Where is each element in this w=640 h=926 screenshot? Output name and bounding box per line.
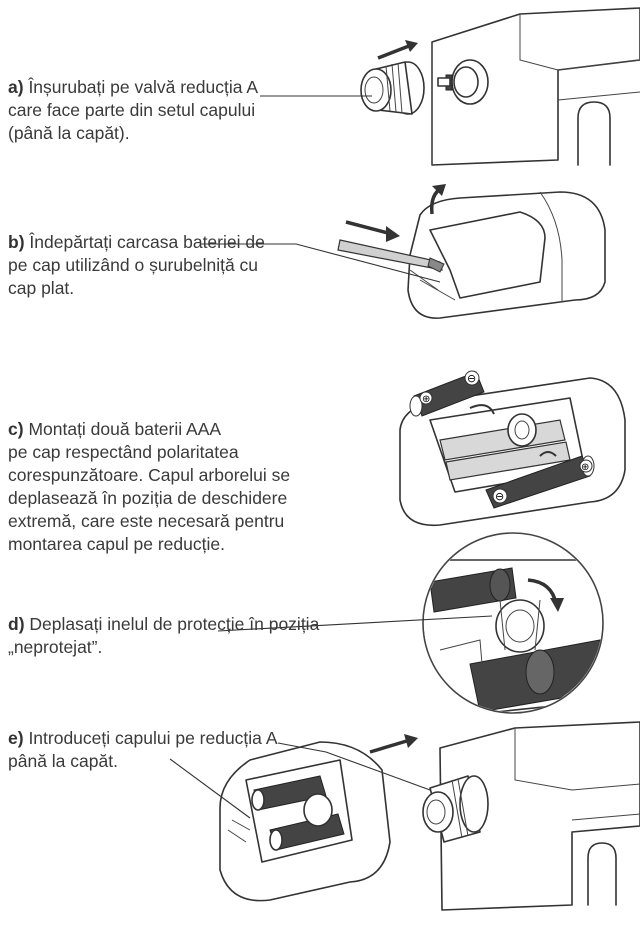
step-c-text: c) Montați două baterii AAA pe cap respe… — [8, 418, 290, 556]
step-a-text: a) Înșurubați pe valvă reducția A care f… — [8, 76, 258, 145]
step-a-line-1-text: Înșurubați pe valvă reducția A — [28, 77, 259, 97]
leader-lines — [169, 95, 493, 819]
head-mount-illustration-e — [219, 721, 640, 911]
step-c-line-2: pe cap respectând polaritatea — [8, 442, 239, 462]
leader-line-d — [217, 615, 493, 632]
step-a-letter: a) — [8, 77, 24, 97]
step-b-line-1-text: Îndepărtați carcasa bateriei de — [29, 232, 265, 252]
step-c-line-5: extremă, care este necesară pentru — [8, 511, 285, 531]
step-b-line-3: cap plat. — [8, 278, 75, 298]
step-b-line-2: pe cap utilizând o șurubelniță cu — [8, 255, 259, 275]
battery-plus-symbol-bottom: ⊕ — [581, 462, 589, 473]
battery-plus-symbol-top: ⊕ — [422, 394, 430, 405]
step-e-line-2: până la capăt. — [8, 751, 118, 771]
leader-line-e-left — [169, 758, 251, 819]
step-e-text: e) Introduceți capului pe reducția A pân… — [8, 727, 278, 773]
protection-ring-detail-d — [422, 532, 604, 714]
step-a-line-3: (până la capăt). — [8, 123, 130, 143]
battery-minus-symbol-bottom: ⊖ — [495, 490, 504, 503]
step-d-line-1: d) Deplasați inelul de protecție în pozi… — [8, 613, 319, 636]
step-b-letter: b) — [8, 232, 25, 252]
step-a-line-2: care face parte din setul capului — [8, 100, 256, 120]
step-d-line-1-text: Deplasați inelul de protecție în poziția — [29, 614, 320, 634]
leader-line-e-right — [277, 742, 431, 791]
step-b-text: b) Îndepărtați carcasa bateriei de pe ca… — [8, 231, 265, 300]
step-e-line-1-text: Introduceți capului pe reducția A — [28, 728, 278, 748]
step-e-letter: e) — [8, 728, 24, 748]
step-c-line-1-text: Montați două baterii AAA — [28, 419, 222, 439]
step-a-line-1: a) Înșurubați pe valvă reducția A — [8, 76, 258, 99]
step-d-line-2: „neprotejat”. — [8, 637, 103, 657]
radiator-valve-illustration-a — [360, 7, 640, 166]
battery-insert-illustration-c: ⊕ ⊖ ⊕ ⊖ — [399, 370, 626, 527]
leader-line-b — [200, 243, 441, 283]
step-b-line-1: b) Îndepărtați carcasa bateriei de — [8, 231, 265, 254]
step-c-line-6: montarea capul pe reducție. — [8, 534, 225, 554]
head-screwdriver-illustration-b — [337, 184, 606, 319]
step-e-line-1: e) Introduceți capului pe reducția A — [8, 727, 278, 750]
step-d-text: d) Deplasați inelul de protecție în pozi… — [8, 613, 319, 659]
step-c-line-4: deplasează în poziția de deschidere — [8, 488, 288, 508]
step-c-line-3: corespunzătoare. Capul arborelui se — [8, 465, 291, 485]
step-c-line-1: c) Montați două baterii AAA — [8, 418, 290, 441]
battery-minus-symbol-top: ⊖ — [467, 372, 476, 385]
step-c-letter: c) — [8, 419, 24, 439]
step-d-letter: d) — [8, 614, 25, 634]
